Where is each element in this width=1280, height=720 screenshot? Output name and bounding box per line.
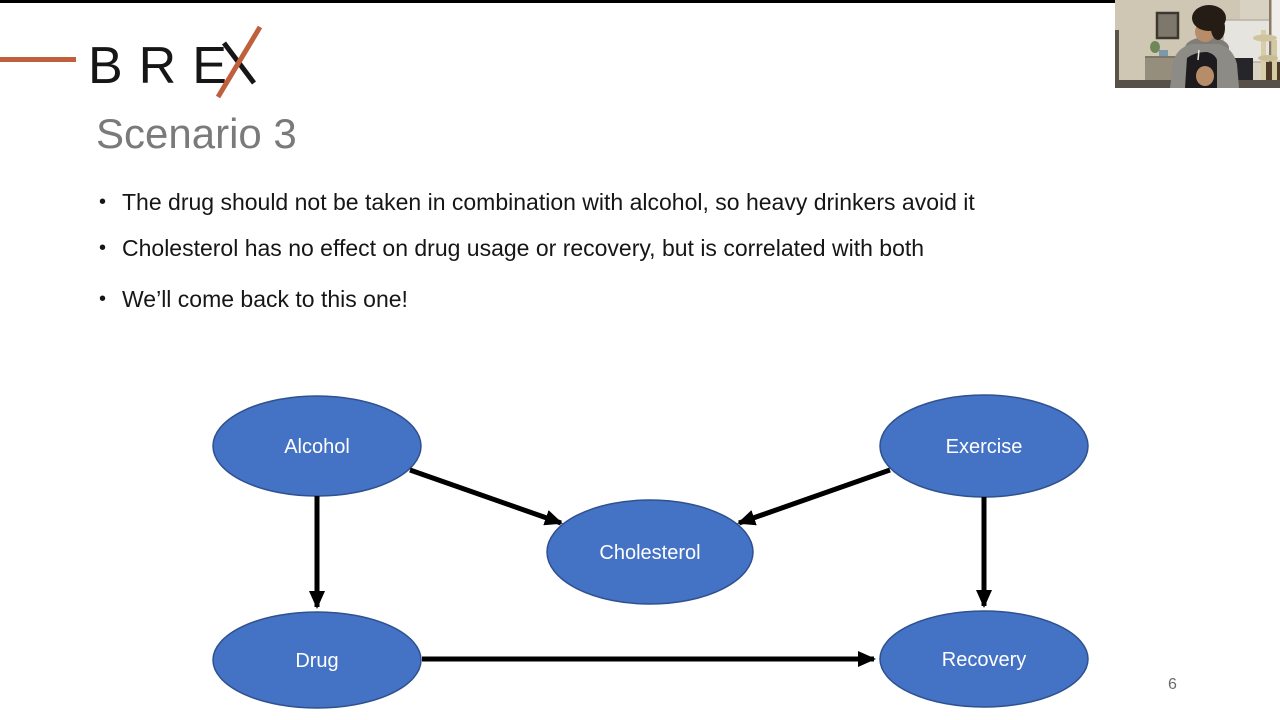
edge-exercise-to-cholesterol xyxy=(737,467,891,526)
bullet-text: Cholesterol has no effect on drug usage … xyxy=(122,235,925,261)
node-label-cholesterol: Cholesterol xyxy=(599,542,700,564)
bullet-text: We’ll come back to this one! xyxy=(122,286,408,312)
slide-title: Scenario 3 xyxy=(96,110,297,157)
webcam-blue-box xyxy=(1159,50,1168,56)
node-cholesterol: Cholesterol xyxy=(546,499,754,605)
bullet-dot: • xyxy=(99,288,107,310)
video-top-edge xyxy=(0,0,1280,3)
webcam-presenter xyxy=(1170,5,1239,88)
webcam-cabinet-edge xyxy=(1145,56,1187,58)
bullet-item: • We’ll come back to this one! xyxy=(99,285,1159,313)
node-ellipse-recovery xyxy=(879,610,1089,708)
node-label-drug: Drug xyxy=(295,650,338,672)
presenter-hair-side xyxy=(1211,16,1225,40)
page-number: 6 xyxy=(1168,676,1177,693)
causal-diagram: Alcohol Exercise Cholesterol Drug Recove… xyxy=(212,394,1089,709)
node-label-exercise: Exercise xyxy=(946,436,1023,458)
webcam-cat-tree xyxy=(1253,30,1278,88)
webcam-scene xyxy=(1115,0,1280,88)
node-drug: Drug xyxy=(212,611,422,709)
brex-logo: BRE xyxy=(0,25,263,99)
node-label-alcohol: Alcohol xyxy=(284,436,350,458)
node-alcohol: Alcohol xyxy=(212,395,422,497)
node-ellipse-drug xyxy=(212,611,422,709)
webcam-plant xyxy=(1150,41,1160,53)
webcam-picture-frame xyxy=(1155,11,1180,40)
bullet-item: • Cholesterol has no effect on drug usag… xyxy=(99,234,1159,262)
bullet-dot: • xyxy=(99,191,107,213)
node-recovery: Recovery xyxy=(879,610,1089,708)
brex-x-orange-stroke xyxy=(215,25,263,99)
bullet-text: The drug should not be taken in combinat… xyxy=(122,189,975,215)
cat-tree-platform xyxy=(1258,55,1278,61)
brex-logo-accent-line xyxy=(0,57,76,62)
edge-alcohol-to-cholesterol xyxy=(409,467,563,526)
presenter-hand xyxy=(1196,66,1214,86)
presenter-hood-string xyxy=(1197,49,1200,61)
webcam-left-shadow xyxy=(1115,30,1119,88)
bullet-item: • The drug should not be taken in combin… xyxy=(99,188,1159,216)
webcam-overlay xyxy=(1115,0,1280,88)
node-exercise: Exercise xyxy=(879,394,1089,498)
cat-tree-platform xyxy=(1253,34,1277,42)
brex-x-icon xyxy=(215,25,263,99)
node-label-recovery: Recovery xyxy=(942,649,1026,671)
node-ellipse-cholesterol xyxy=(546,499,754,605)
brex-logo-letters: BRE xyxy=(88,37,243,95)
bullet-dot: • xyxy=(99,237,107,259)
cat-tree-post xyxy=(1272,40,1277,88)
webcam-window xyxy=(1271,0,1280,60)
